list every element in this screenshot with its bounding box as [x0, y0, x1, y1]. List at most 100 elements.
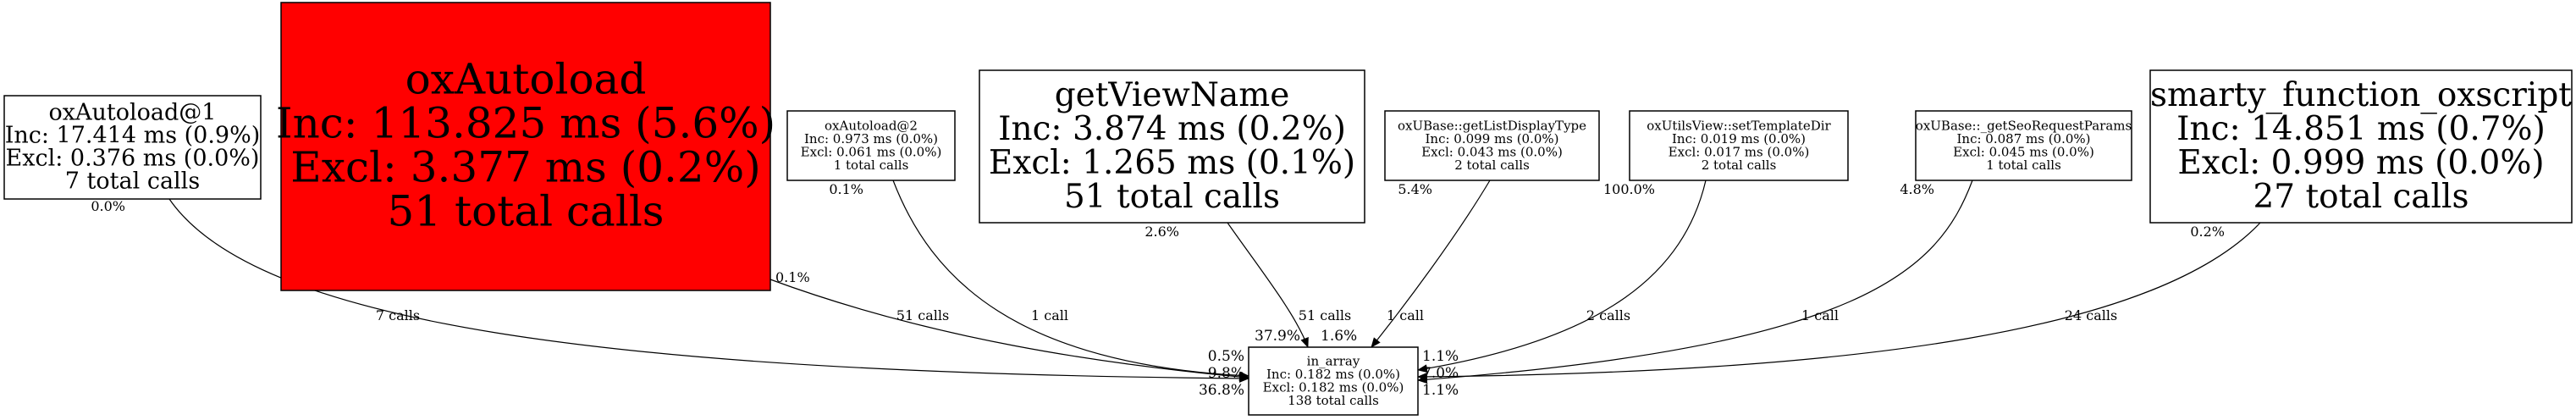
node-inclusive-time: Inc: 14.851 ms (0.7%) [2176, 110, 2546, 148]
edge-oxautoload-2-to-in-array [892, 180, 1249, 380]
node-inclusive-time: Inc: 0.182 ms (0.0%) [1266, 367, 1400, 382]
node-total-calls: 27 total calls [2253, 178, 2468, 216]
edge-oxautoload-1-to-in-array [168, 198, 1249, 383]
edge-labels-oxubase-getseorequestparams: 1 call 4.8% 1.1% [1422, 181, 1934, 399]
edge-oxautoload-to-in-array [769, 279, 1249, 381]
edge-line [1417, 180, 1973, 384]
edge-line [769, 279, 1249, 381]
node-inclusive-time: Inc: 0.099 ms (0.0%) [1425, 131, 1558, 146]
node-box [786, 110, 956, 181]
edge-line [168, 198, 1249, 383]
node-exclusive-time: Excl: 0.182 ms (0.0%) [1263, 379, 1404, 395]
node-name: oxAutoload [405, 55, 647, 104]
node-name: oxAutoload@1 [49, 100, 217, 126]
edge-calls-label: 24 calls [2065, 307, 2117, 323]
node-exclusive-time: Excl: 0.061 ms (0.0%) [801, 144, 942, 159]
edge-calls-label: 1 call [1031, 307, 1068, 323]
edge-line [1227, 222, 1309, 348]
node-inclusive-time: Inc: 0.087 ms (0.0%) [1956, 131, 2090, 146]
node-box [1248, 346, 1419, 416]
edge-target-percent: 1.1% [1422, 348, 1459, 365]
edge-labels-oxubase-getlistdisplaytype: 1 call 5.4% 1.6% [1321, 181, 1432, 345]
edge-getviewname-to-in-array [1227, 222, 1309, 348]
node-exclusive-time: Excl: 1.265 ms (0.1%) [989, 144, 1355, 182]
edge-line [892, 180, 1249, 380]
edge-oxubase-getlistdisplaytype-to-in-array [1371, 180, 1491, 348]
edge-target-percent: 1.6% [1321, 328, 1357, 345]
node-exclusive-time: Excl: 0.043 ms (0.0%) [1421, 144, 1563, 159]
edge-target-percent: 7.0% [1422, 365, 1459, 382]
node-box [1384, 110, 1600, 181]
node-inclusive-time: Inc: 0.019 ms (0.0%) [1672, 131, 1806, 146]
node-box [979, 69, 1365, 224]
edge-source-percent: 0.1% [775, 269, 810, 285]
edge-target-percent: 1.1% [1422, 382, 1459, 399]
node-box [2149, 69, 2573, 224]
node-total-calls: 2 total calls [1702, 158, 1777, 173]
node-name: oxUtilsView::setTemplateDir [1647, 118, 1831, 133]
node-name: smarty_function_oxscript [2150, 76, 2572, 114]
node-box [1629, 110, 1849, 181]
edge-oxubase-getseorequestparams-to-in-array [1417, 180, 1973, 384]
node-total-calls: 51 total calls [1064, 178, 1280, 216]
edge-line [1417, 222, 2261, 381]
edge-labels-oxutilsview-settemplatedir: 2 calls 100.0% 1.1% [1422, 181, 1655, 365]
edge-source-percent: 0.1% [829, 181, 863, 197]
edge-line [1371, 180, 1491, 348]
node-inclusive-time: Inc: 3.874 ms (0.2%) [998, 110, 1346, 148]
node-name: oxUBase::_getSeoRequestParams [1916, 118, 2132, 133]
edge-smarty-function-oxscript-to-in-array [1417, 222, 2261, 381]
node-total-calls: 1 total calls [1986, 158, 2061, 173]
edge-calls-label: 7 calls [376, 307, 420, 323]
node-box [280, 2, 771, 291]
node-total-calls: 1 total calls [834, 158, 909, 173]
edge-calls-label: 1 call [1801, 307, 1839, 323]
node-exclusive-time: Excl: 0.045 ms (0.0%) [1953, 144, 2094, 159]
edge-calls-label: 2 calls [1586, 307, 1630, 323]
edge-source-percent: 4.8% [1900, 181, 1934, 197]
node-name: oxAutoload@2 [825, 118, 918, 133]
node-exclusive-time: Excl: 3.377 ms (0.2%) [290, 143, 760, 192]
node-box [1915, 110, 2132, 181]
edge-line [1417, 180, 1707, 373]
edge-labels-oxautoload-2: 1 call 0.1% 0.5% [829, 181, 1244, 365]
node-box [3, 95, 262, 200]
edge-source-percent: 0.0% [91, 198, 125, 214]
node-exclusive-time: Excl: 0.376 ms (0.0%) [6, 146, 260, 172]
node-inclusive-time: Inc: 0.973 ms (0.0%) [804, 131, 938, 146]
edge-target-percent: 9.8% [1208, 365, 1244, 382]
node-name: oxUBase::getListDisplayType [1398, 118, 1586, 133]
node-exclusive-time: Excl: 0.017 ms (0.0%) [1669, 144, 1810, 159]
edge-labels-getviewname: 51 calls 2.6% 37.9% [1145, 224, 1351, 345]
edge-source-percent: 100.0% [1603, 181, 1655, 197]
node-exclusive-time: Excl: 0.999 ms (0.0%) [2177, 144, 2544, 182]
edge-oxutilsview-settemplatedir-to-in-array [1417, 180, 1707, 373]
node-total-calls: 51 total calls [388, 187, 665, 236]
edge-target-percent: 0.5% [1208, 348, 1244, 365]
edge-source-percent: 2.6% [1145, 224, 1179, 240]
node-inclusive-time: Inc: 17.414 ms (0.9%) [5, 123, 261, 149]
edge-source-percent: 5.4% [1398, 181, 1432, 197]
node-total-calls: 2 total calls [1454, 158, 1530, 173]
node-total-calls: 7 total calls [65, 169, 200, 195]
edge-calls-label: 1 call [1387, 307, 1424, 323]
edge-source-percent: 0.2% [2190, 224, 2225, 240]
edge-target-percent: 37.9% [1255, 328, 1300, 345]
node-inclusive-time: Inc: 113.825 ms (5.6%) [276, 99, 775, 148]
node-total-calls: 138 total calls [1288, 393, 1379, 408]
edge-calls-label: 51 calls [1299, 307, 1351, 323]
edge-labels-smarty-function-oxscript: 24 calls 0.2% 7.0% [1422, 224, 2225, 382]
edge-calls-label: 51 calls [896, 307, 949, 323]
